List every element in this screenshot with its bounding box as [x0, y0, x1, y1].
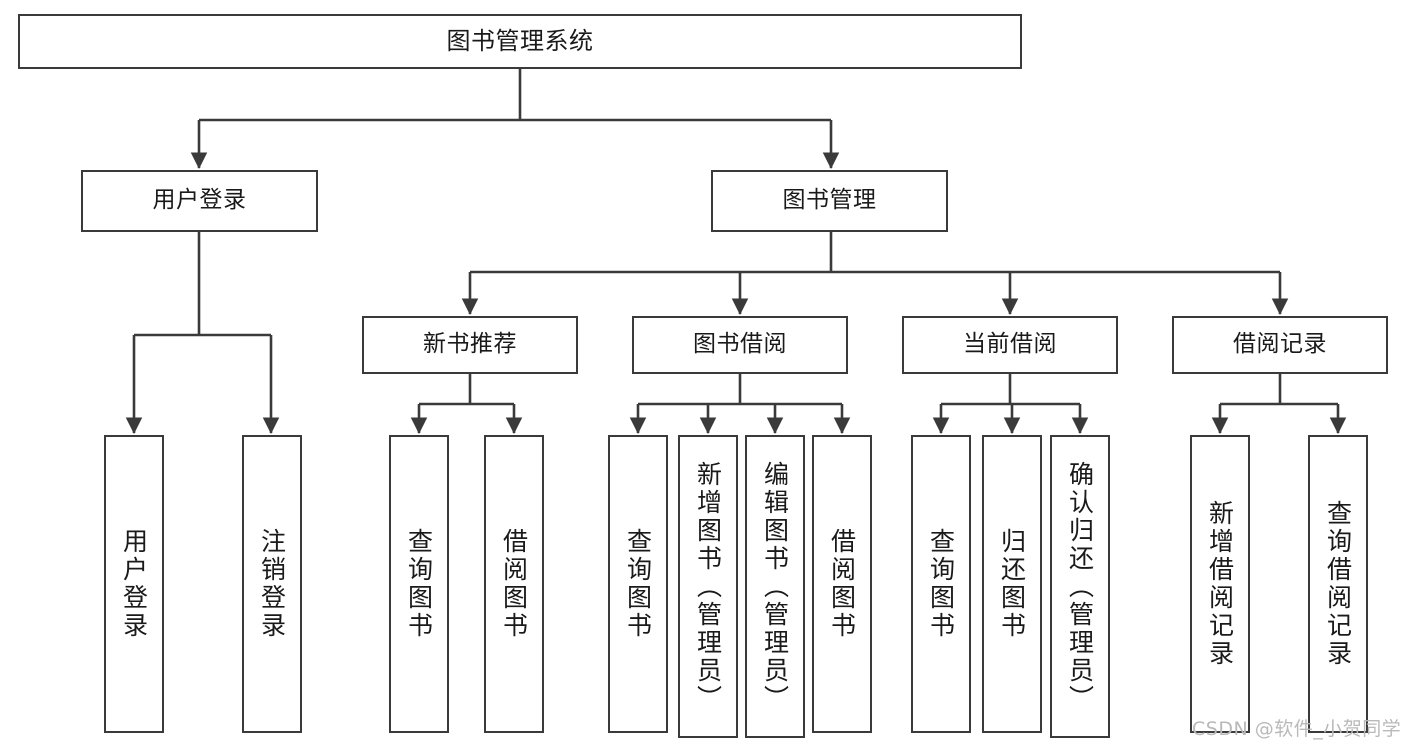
node-book-borrow[interactable]: 图书借阅	[632, 316, 848, 374]
node-label: 归还图书	[997, 528, 1027, 640]
node-leaf-borrow-books-1[interactable]: 借阅图书	[484, 435, 544, 733]
node-label: 查询借阅记录	[1323, 500, 1353, 668]
node-label: 确认归还（管理员）	[1065, 460, 1095, 713]
node-current-borrow[interactable]: 当前借阅	[902, 316, 1118, 374]
node-label: 借阅图书	[499, 528, 529, 640]
node-label: 当前借阅	[963, 331, 1057, 358]
node-label: 新增图书（管理员）	[693, 460, 723, 713]
node-user-login[interactable]: 用户登录	[81, 170, 318, 232]
node-leaf-add-book-admin[interactable]: 新增图书（管理员）	[678, 435, 738, 738]
node-leaf-query-books-3[interactable]: 查询图书	[911, 435, 971, 733]
node-leaf-logout-login[interactable]: 注销登录	[242, 435, 302, 733]
node-leaf-query-borrow-record[interactable]: 查询借阅记录	[1308, 435, 1368, 733]
node-label: 用户登录	[119, 528, 149, 640]
node-label: 借阅记录	[1233, 331, 1327, 358]
node-label: 图书借阅	[693, 331, 787, 358]
node-leaf-borrow-books-2[interactable]: 借阅图书	[812, 435, 872, 733]
node-leaf-return-books[interactable]: 归还图书	[982, 435, 1042, 733]
node-book-management[interactable]: 图书管理	[711, 170, 948, 232]
node-label: 新书推荐	[423, 331, 517, 358]
node-label: 注销登录	[257, 528, 287, 640]
node-label: 新增借阅记录	[1205, 500, 1235, 668]
node-leaf-edit-book-admin[interactable]: 编辑图书（管理员）	[745, 435, 805, 738]
node-label: 查询图书	[404, 528, 434, 640]
node-label: 查询图书	[623, 528, 653, 640]
node-leaf-query-books-2[interactable]: 查询图书	[608, 435, 668, 733]
node-label: 借阅图书	[827, 528, 857, 640]
node-new-book-recommend[interactable]: 新书推荐	[362, 316, 578, 374]
node-leaf-user-login[interactable]: 用户登录	[104, 435, 164, 733]
node-label: 图书管理系统	[446, 27, 594, 56]
node-leaf-confirm-return-admin[interactable]: 确认归还（管理员）	[1050, 435, 1110, 738]
node-leaf-add-borrow-record[interactable]: 新增借阅记录	[1190, 435, 1250, 733]
csdn-watermark: CSDN @软件_小贺同学	[1192, 718, 1402, 740]
node-label: 图书管理	[782, 187, 877, 214]
node-label: 用户登录	[152, 187, 247, 214]
node-book-management-system[interactable]: 图书管理系统	[18, 14, 1022, 69]
node-label: 编辑图书（管理员）	[760, 460, 790, 713]
node-leaf-query-books-1[interactable]: 查询图书	[389, 435, 449, 733]
node-borrow-record[interactable]: 借阅记录	[1172, 316, 1388, 374]
node-label: 查询图书	[926, 528, 956, 640]
